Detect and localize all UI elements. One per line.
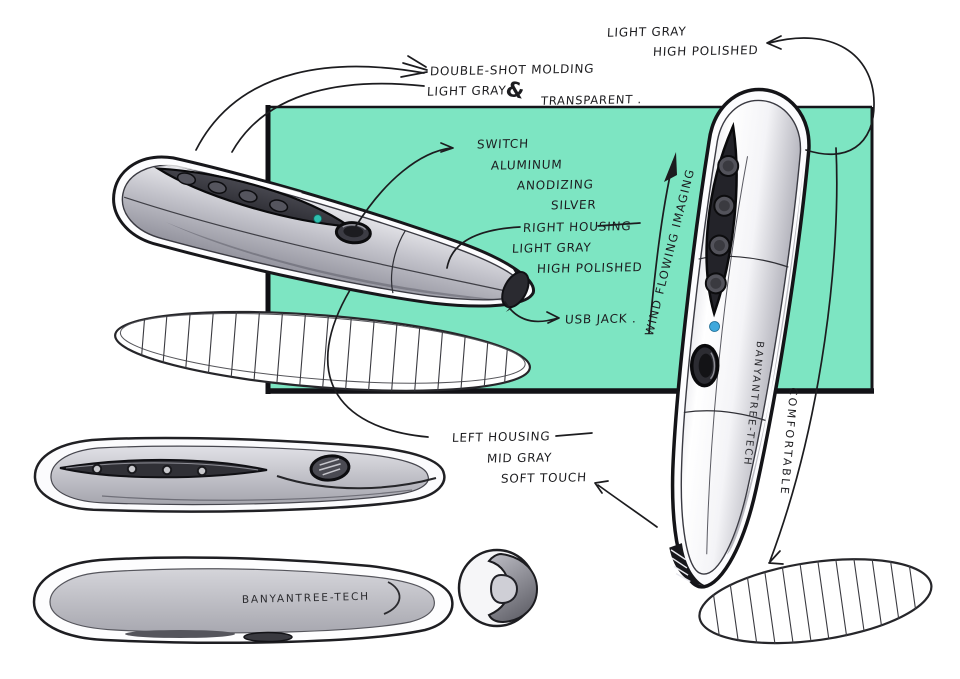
power-switch bbox=[689, 343, 720, 388]
inner-housing bbox=[49, 568, 435, 634]
leader-molding-1 bbox=[195, 65, 425, 151]
endcap-socket bbox=[489, 573, 519, 605]
arc-comfortable bbox=[768, 147, 838, 565]
note-molding-line2: LIGHT GRAY bbox=[426, 83, 507, 99]
arrow-soft-touch bbox=[594, 480, 658, 528]
device-top-view-sketch bbox=[112, 155, 535, 312]
leader-molding-2 bbox=[231, 82, 425, 153]
airfoil-ellipse-right bbox=[698, 558, 933, 645]
note-usb-jack: USB JACK . bbox=[564, 311, 638, 327]
arrow-top-right bbox=[766, 35, 875, 155]
brand-text-bottom: BANYANTREE-TECH bbox=[242, 591, 370, 606]
note-molding-line3: TRANSPARENT . bbox=[540, 92, 643, 108]
arrowhead-wind-flow bbox=[664, 152, 677, 182]
note-left-housing-line1: LEFT HOUSING bbox=[451, 429, 551, 445]
note-left-housing-line3: SOFT TOUCH bbox=[500, 470, 588, 486]
function-buttons bbox=[91, 463, 208, 477]
device-right-view-sketch: BANYANTREE-TECH bbox=[669, 87, 811, 589]
note-finish-top-line1: LIGHT GRAY bbox=[606, 24, 687, 40]
note-switch-line4: SILVER bbox=[550, 197, 597, 213]
arrowhead-molding bbox=[400, 55, 428, 78]
hatch-lines bbox=[712, 558, 917, 645]
power-switch bbox=[309, 454, 351, 482]
function-buttons bbox=[176, 172, 289, 213]
device-endcap-sketch bbox=[457, 548, 539, 628]
power-switch bbox=[334, 221, 372, 245]
device-bottom-view-sketch: BANYANTREE-TECH bbox=[32, 556, 454, 644]
note-finish-top-line2: HIGH POLISHED bbox=[652, 43, 759, 59]
led-indicator-teal bbox=[313, 214, 323, 224]
note-switch-line1: SWITCH bbox=[476, 136, 530, 152]
device-side-view-sketch bbox=[33, 436, 446, 513]
base-detail bbox=[243, 631, 293, 643]
leader-left-housing bbox=[326, 289, 593, 438]
function-buttons bbox=[704, 154, 740, 295]
note-left-housing-line2: MID GRAY bbox=[486, 450, 553, 466]
note-right-housing-line1: RIGHT HOUSING bbox=[522, 219, 632, 235]
note-molding-line1: DOUBLE-SHOT MOLDING bbox=[429, 61, 595, 79]
led-indicator-blue bbox=[709, 321, 720, 332]
arrow-wind-flow bbox=[648, 161, 674, 334]
hatch-lines bbox=[141, 311, 508, 391]
usb-tip bbox=[669, 543, 705, 586]
airfoil-ellipse-left bbox=[114, 310, 532, 392]
base-detail bbox=[125, 630, 235, 638]
note-switch-line2: ALUMINUM bbox=[490, 157, 563, 173]
leader-switch bbox=[355, 142, 454, 227]
note-switch-line3: ANODIZING bbox=[516, 177, 595, 193]
note-right-housing-line3: HIGH POLISHED bbox=[536, 260, 643, 276]
leader-right-housing bbox=[446, 222, 641, 269]
note-right-housing-line2: LIGHT GRAY bbox=[511, 240, 592, 256]
leader-lines bbox=[195, 35, 875, 565]
leader-usb bbox=[504, 301, 560, 324]
